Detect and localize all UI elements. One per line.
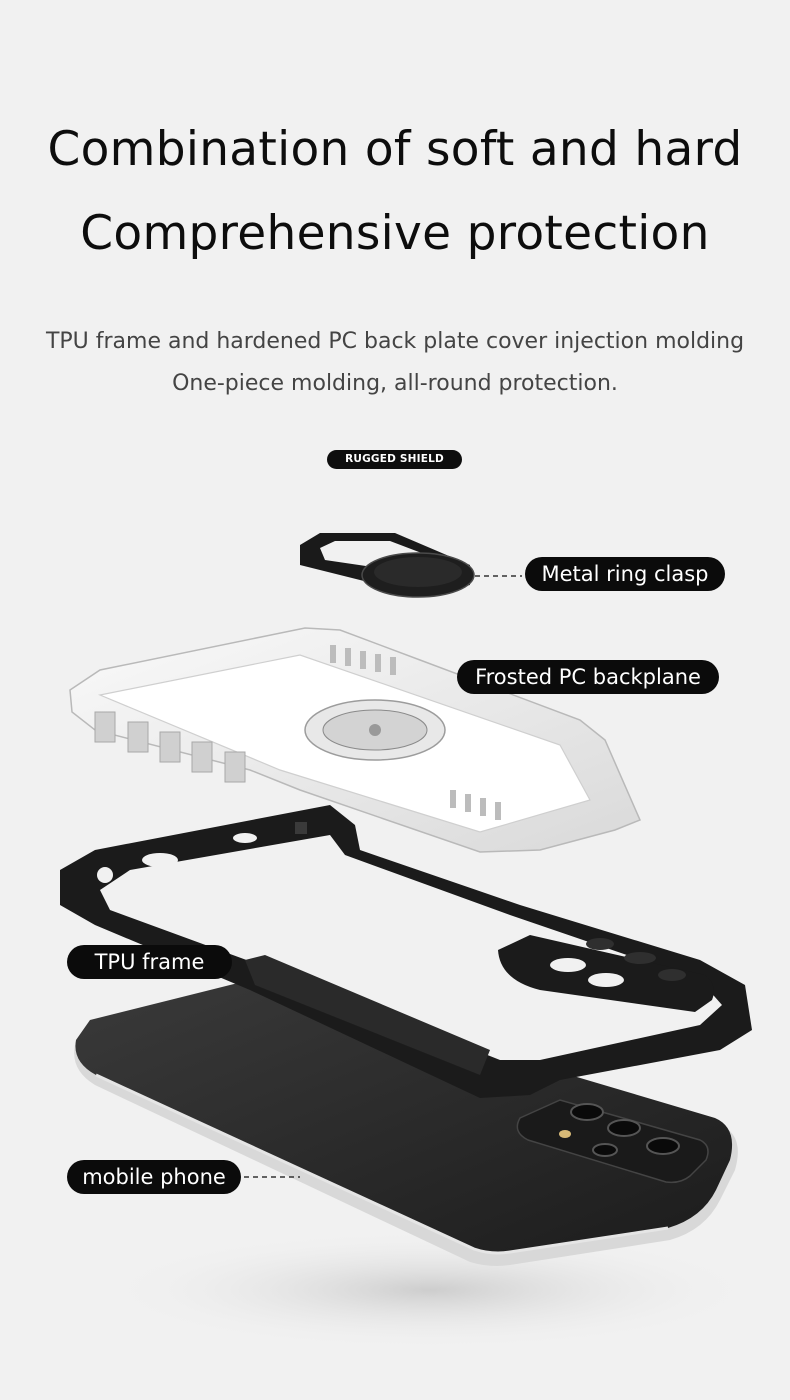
pc-backplane-graphic [69,627,641,853]
heading-line-1: Combination of soft and hard [47,122,743,177]
mobile-phone-graphic [74,980,738,1266]
leader-lines [244,575,522,1178]
label-frosted-pc-backplane: Frosted PC backplane [457,660,719,694]
phone-shadow [100,1230,760,1350]
subheading-line-2: One-piece molding, all-round protection. [172,371,618,396]
subheading-line-1: TPU frame and hardened PC back plate cov… [45,329,745,354]
tpu-frame-graphic [60,805,752,1098]
label-metal-ring-clasp: Metal ring clasp [525,557,725,591]
brand-badge: RUGGED SHIELD [327,450,462,469]
metal-ring-clasp-graphic [300,533,475,598]
label-tpu-frame: TPU frame [67,945,232,979]
heading-line-2: Comprehensive protection [80,206,710,261]
phone-camera-module [516,1099,709,1184]
label-mobile-phone: mobile phone [67,1160,241,1194]
